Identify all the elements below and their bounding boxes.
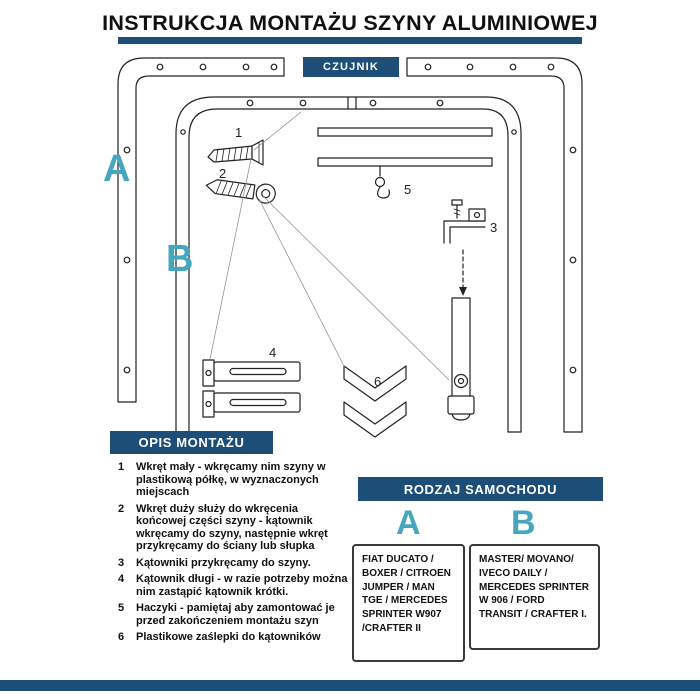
connector-lines — [209, 111, 450, 381]
part-label-3: 3 — [490, 220, 497, 235]
step-number: 3 — [118, 556, 125, 569]
vehicle-list-b: MASTER/ MOVANO/ IVECO DAILY / MERCEDES S… — [469, 544, 600, 650]
step-number: 4 — [118, 573, 125, 586]
arch-rail-drawing — [175, 96, 522, 437]
part-label-1: 1 — [235, 125, 242, 140]
rail-profile-lines — [317, 127, 493, 167]
left-rail-drawing — [117, 57, 285, 403]
short-bracket-drawing — [443, 199, 486, 244]
variant-a-label: A — [103, 148, 131, 190]
step-text: Haczyki - pamiętaj aby zamontować je prz… — [136, 602, 335, 627]
assembly-step: 1 Wkręt mały - wkręcamy nim szyny w plas… — [118, 461, 350, 499]
part-label-2: 2 — [219, 166, 226, 181]
long-brackets-drawing — [202, 359, 301, 418]
step-number: 2 — [118, 502, 125, 515]
rail-end-drawing — [447, 297, 475, 421]
assembly-step: 2 Wkręt duży służy do wkręcenia końcowej… — [118, 503, 350, 553]
assembly-steps-list: 1 Wkręt mały - wkręcamy nim szyny w plas… — [118, 461, 350, 648]
step-text: Kątownik długi - w razie potrzeby można … — [136, 573, 348, 598]
vehicle-a-label: A — [396, 504, 421, 542]
part-label-6: 6 — [374, 374, 381, 389]
footer-bar — [0, 680, 700, 691]
step-number: 1 — [118, 461, 125, 473]
assembly-step: 6 Plastikowe zaślepki do kątowników — [118, 631, 350, 644]
hook-drawing — [374, 165, 390, 199]
right-rail-drawing — [406, 57, 583, 433]
assembly-step: 5 Haczyki - pamiętaj aby zamontować je p… — [118, 602, 350, 627]
step-number: 5 — [118, 602, 125, 615]
vehicle-type-header: RODZAJ SAMOCHODU — [358, 477, 603, 501]
variant-b-label: B — [166, 238, 194, 280]
step-text: Plastikowe zaślepki do kątowników — [136, 631, 321, 644]
vehicle-list-a: FIAT DUCATO / BOXER / CITROEN JUMPER / M… — [352, 544, 465, 662]
step-text: Kątowniki przykręcamy do szyny. — [136, 556, 311, 569]
assembly-step: 4 Kątownik długi - w razie potrzeby możn… — [118, 573, 350, 598]
step-text: Wkręt mały - wkręcamy nim szyny w plasti… — [136, 461, 326, 499]
sensor-label: CZUJNIK — [303, 57, 399, 77]
step-number: 6 — [118, 631, 125, 644]
arrow-to-rail-end — [459, 249, 467, 296]
part-label-5: 5 — [404, 182, 411, 197]
title-underline — [118, 37, 582, 44]
step-text: Wkręt duży służy do wkręcenia końcowej c… — [136, 502, 328, 553]
assembly-header: OPIS MONTAŻU — [110, 431, 273, 454]
big-screw-drawing — [205, 179, 276, 204]
small-screw-drawing — [207, 139, 264, 166]
vehicle-b-label: B — [511, 504, 536, 542]
page-title: INSTRUKCJA MONTAŻU SZYNY ALUMINIOWEJ — [102, 11, 598, 35]
end-caps-drawing — [343, 365, 407, 438]
part-label-4: 4 — [269, 345, 276, 360]
assembly-step: 3 Kątowniki przykręcamy do szyny. — [118, 557, 350, 570]
